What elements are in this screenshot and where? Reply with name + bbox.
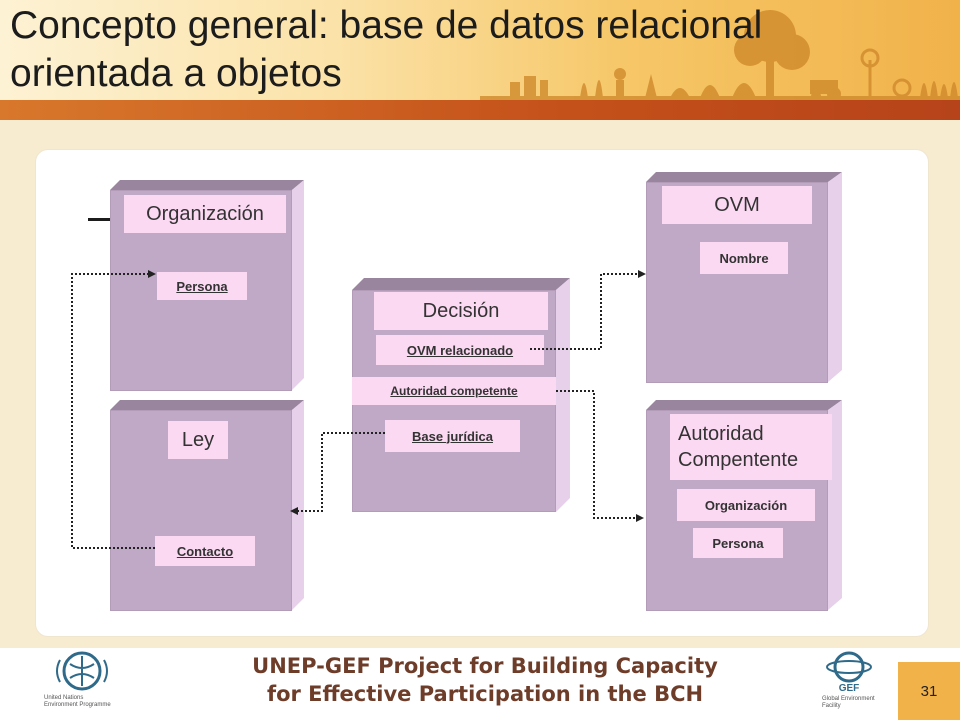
unep-caption: United Nations Environment Programme: [44, 695, 134, 709]
ovm-title: OVM: [662, 186, 812, 224]
footer-line2: for Effective Participation in the BCH: [266, 682, 704, 706]
unep-caption-line1: United Nations: [44, 695, 84, 701]
autoridad-title-line2: Compentente: [678, 449, 799, 471]
autoridad-title-line1: Autoridad: [678, 423, 764, 445]
autoridad-title: Autoridad Compentente: [670, 414, 832, 480]
decision-field-base-juridica[interactable]: Base jurídica: [385, 420, 520, 452]
gef-logo-icon: GEF: [826, 651, 872, 692]
unep-logo-icon: [56, 651, 108, 691]
slide-title: Concepto general: base de datos relacion…: [10, 2, 910, 98]
autoridad-field-persona[interactable]: Persona: [693, 528, 783, 558]
organizacion-field-persona[interactable]: Persona: [157, 272, 247, 300]
autoridad-field-organizacion[interactable]: Organización: [677, 489, 815, 521]
farm-silhouette-art: [480, 10, 960, 101]
page-number: 31: [898, 662, 960, 720]
gef-logo-text: GEF: [839, 683, 860, 692]
gef-caption: Global Environment Facility: [822, 696, 892, 710]
dash-mark: [88, 218, 110, 221]
decision-field-autoridad-competente[interactable]: Autoridad competente: [352, 377, 556, 405]
gef-caption-line1: Global Environment: [822, 696, 875, 702]
header-band: [0, 100, 960, 120]
slide-title-line1: Concepto general: base de datos relacion…: [10, 4, 763, 47]
decision-field-ovm-relacionado[interactable]: OVM relacionado: [376, 335, 544, 365]
unep-caption-line2: Environment Programme: [44, 702, 111, 708]
ley-field-contacto[interactable]: Contacto: [155, 536, 255, 566]
footer-line1: UNEP-GEF Project for Building Capacity: [252, 654, 718, 678]
box-ovm-3d: [646, 172, 842, 382]
gef-caption-line2: Facility: [822, 703, 841, 709]
decision-title: Decisión: [374, 292, 548, 330]
organizacion-title: Organización: [124, 195, 286, 233]
footer: [0, 648, 960, 720]
ovm-field-nombre[interactable]: Nombre: [700, 242, 788, 274]
box-organizacion-3d: [110, 180, 304, 390]
slide-title-line2: orientada a objetos: [10, 52, 342, 95]
ley-title: Ley: [168, 421, 228, 459]
footer-project-title: UNEP-GEF Project for Building Capacity f…: [250, 652, 720, 708]
